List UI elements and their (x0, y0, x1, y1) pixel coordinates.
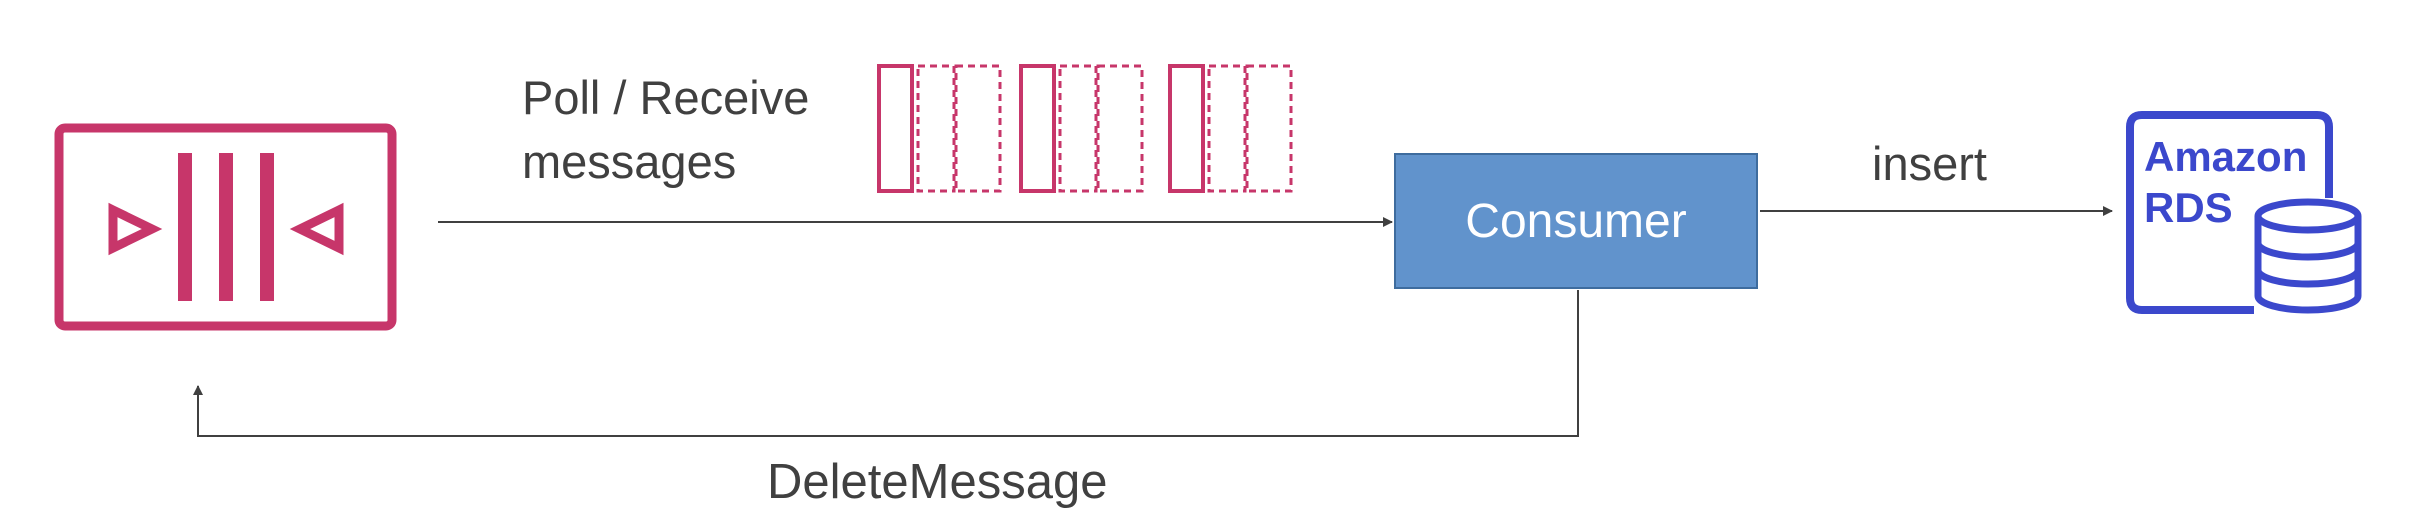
insert-label: insert (1872, 137, 1987, 190)
poll-label-line-2: messages (522, 135, 737, 188)
message-group-3 (1168, 64, 1293, 193)
message-group-1 (877, 64, 1002, 193)
delete-message-arrow (193, 290, 1579, 437)
consumer-label: Consumer (1465, 194, 1687, 248)
poll-receive-label: Poll / Receive messages (522, 66, 809, 194)
message-stack-icon (877, 64, 1293, 193)
rds-line1: Amazon (2144, 133, 2307, 180)
consumer-box: Consumer (1394, 153, 1758, 289)
poll-label-line-1: Poll / Receive (522, 71, 810, 124)
amazon-rds-icon: Amazon RDS (2126, 111, 2362, 314)
delete-message-label: DeleteMessage (767, 455, 1108, 509)
rds-line2: RDS (2144, 184, 2233, 231)
sqs-queue-icon (54, 123, 397, 331)
message-group-2 (1019, 64, 1144, 193)
database-icon (2254, 198, 2362, 314)
